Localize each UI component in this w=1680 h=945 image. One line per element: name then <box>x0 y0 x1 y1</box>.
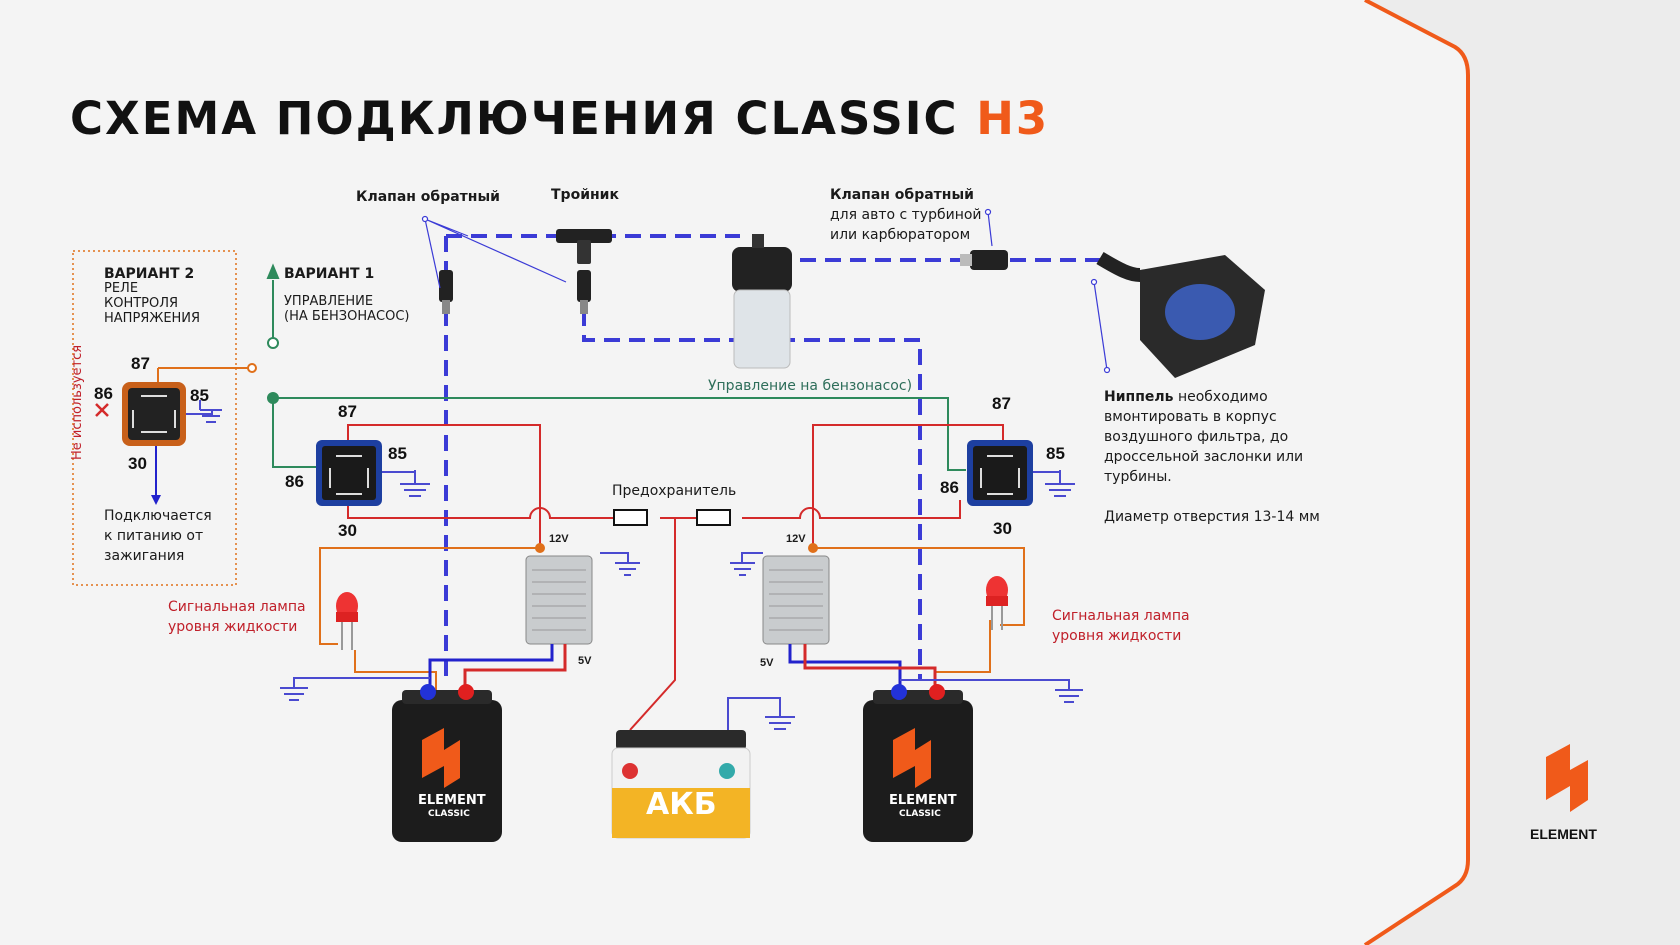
variant1-line2: (НА БЕНЗОНАСОС) <box>284 309 410 324</box>
lamp-left-line1: Сигнальная лампа <box>168 599 306 615</box>
label-diameter: Диаметр отверстия 13-14 мм <box>1104 509 1320 525</box>
wire-green <box>266 263 966 471</box>
label-fuel-pump-control: Управление на бензонасос) <box>708 378 913 394</box>
variant2-line2: КОНТРОЛЯ <box>104 296 179 311</box>
converter-left <box>525 555 593 645</box>
title-main: СХЕМА ПОДКЛЮЧЕНИЯ CLASSIC <box>70 92 959 145</box>
brand-logo-text: ELEMENT <box>1530 826 1597 842</box>
check-valve-right <box>960 250 1008 270</box>
relay-left-pin87: 87 <box>338 402 357 421</box>
title-accent: H3 <box>976 92 1050 145</box>
fuse-left <box>613 509 648 526</box>
relay-right-pin30: 30 <box>993 519 1012 538</box>
unit-right <box>863 684 973 842</box>
relay-right-pin86: 86 <box>940 478 959 497</box>
unit-left-model: CLASSIC <box>428 809 470 819</box>
orange-edge <box>1363 0 1470 945</box>
label-tee: Тройник <box>551 187 619 203</box>
unit-left <box>392 684 502 842</box>
nipple-line4: дроссельной заслонки или <box>1104 449 1304 465</box>
nipple-line2: вмонтировать в корпус <box>1104 409 1277 425</box>
lamp-right-line2: уровня жидкости <box>1052 628 1182 644</box>
label-valve-left: Клапан обратный <box>356 189 500 205</box>
led-left <box>336 592 358 650</box>
wire-red <box>347 424 1004 731</box>
variant1-line1: УПРАВЛЕНИЕ <box>284 294 374 309</box>
label-12v-right: 12V <box>786 533 806 545</box>
relay-left-pin85: 85 <box>388 444 407 463</box>
relay-left <box>316 440 415 506</box>
nipple-line3: воздушного фильтра, до <box>1104 429 1289 445</box>
nipple-line1: необходимо <box>1177 389 1268 405</box>
label-valve-right-line1: для авто с турбиной <box>830 207 982 223</box>
bubbler-bottle <box>732 234 792 369</box>
relay-right-pin87: 87 <box>992 394 1011 413</box>
relay-v2-pin85: 85 <box>190 386 209 405</box>
relay-right-pin85: 85 <box>1046 444 1065 463</box>
logo-mark <box>1546 744 1588 812</box>
lamp-left-line2: уровня жидкости <box>168 619 298 635</box>
converter-right <box>762 555 830 645</box>
air-filter <box>1096 251 1265 378</box>
lamp-right-line1: Сигнальная лампа <box>1052 608 1190 624</box>
ignition-line1: Подключается <box>104 508 212 524</box>
unit-right-model: CLASSIC <box>899 809 941 819</box>
label-not-used: Не используется <box>70 344 85 460</box>
fuse-right <box>696 509 731 526</box>
tee <box>556 229 612 264</box>
nipple-bold: Ниппель <box>1104 389 1174 405</box>
ignition-line3: зажигания <box>104 548 185 564</box>
variant2-title: ВАРИАНТ 2 <box>104 266 195 282</box>
battery <box>611 730 751 839</box>
label-5v-right: 5V <box>760 657 774 669</box>
unit-right-brand: ELEMENT <box>889 793 957 808</box>
relay-variant2 <box>95 368 213 505</box>
slide-card <box>0 0 1470 945</box>
variant2-box <box>72 250 237 586</box>
hose-tee-down <box>582 310 922 680</box>
relay-v2-pin30: 30 <box>128 454 147 473</box>
wire-5v <box>428 644 937 690</box>
label-valve-right-title: Клапан обратный <box>830 187 974 203</box>
relay-v2-pin87: 87 <box>131 354 150 373</box>
unit-left-brand: ELEMENT <box>418 793 486 808</box>
check-valve-left <box>439 270 453 314</box>
label-valve-right-line2: или карбюратором <box>830 227 971 243</box>
variant2-line1: РЕЛЕ <box>104 281 139 296</box>
battery-label: АКБ <box>646 787 717 822</box>
relay-left-pin86: 86 <box>285 472 304 491</box>
pointer-lines <box>421 208 1111 374</box>
variant1-title: ВАРИАНТ 1 <box>284 266 375 282</box>
page-title: СХЕМА ПОДКЛЮЧЕНИЯ CLASSIC H3 <box>70 92 1049 145</box>
ignition-line2: к питанию от <box>104 528 204 544</box>
label-5v-left: 5V <box>578 655 592 667</box>
nipple-note-title: Ниппель необходимо <box>1104 387 1268 407</box>
variant2-line3: НАПРЯЖЕНИЯ <box>104 311 201 326</box>
led-right <box>986 576 1008 630</box>
check-valve-tee <box>577 270 591 314</box>
relay-v2-pin86: 86 <box>94 384 113 403</box>
relay-right <box>967 440 1060 506</box>
label-fuse: Предохранитель <box>612 483 737 499</box>
label-12v-left: 12V <box>549 533 569 545</box>
nipple-line5: турбины. <box>1104 469 1172 485</box>
relay-left-pin30: 30 <box>338 521 357 540</box>
